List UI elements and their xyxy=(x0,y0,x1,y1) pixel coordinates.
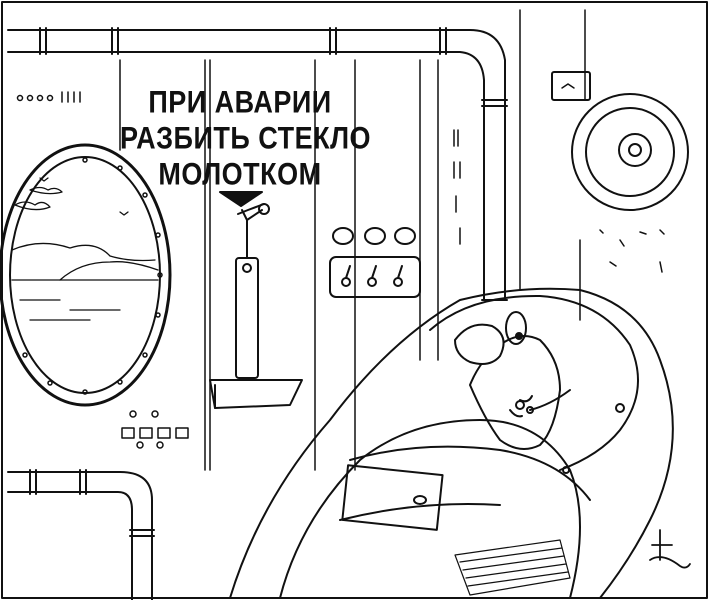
control-knobs xyxy=(329,227,421,298)
porthole-window xyxy=(0,143,172,407)
porthole-landscape xyxy=(11,177,159,321)
rivets-top-left xyxy=(16,91,81,103)
wall-panel-lines xyxy=(119,9,586,471)
arrow-down-icon xyxy=(219,191,263,207)
sign-line-1: ПРИ АВАРИИ xyxy=(148,84,332,120)
indicator-marks xyxy=(453,129,665,273)
cosmonaut-face xyxy=(454,311,571,450)
emergency-sign: ПРИ АВАРИИ РАЗБИТЬ СТЕКЛО МОЛОТКОМ xyxy=(120,84,372,192)
bottom-pipe xyxy=(7,469,155,600)
small-gauge xyxy=(551,71,591,101)
pod-grille xyxy=(454,539,571,596)
porthole-rivets xyxy=(22,157,163,395)
round-gauge xyxy=(571,93,689,211)
sleeping-pod xyxy=(229,287,674,599)
artist-signature xyxy=(649,529,691,569)
hammer xyxy=(209,203,303,409)
small-buttons xyxy=(121,410,189,449)
sign-line-3: МОЛОТКОМ xyxy=(158,156,322,192)
sign-line-2: РАЗБИТЬ СТЕКЛО xyxy=(120,120,372,156)
